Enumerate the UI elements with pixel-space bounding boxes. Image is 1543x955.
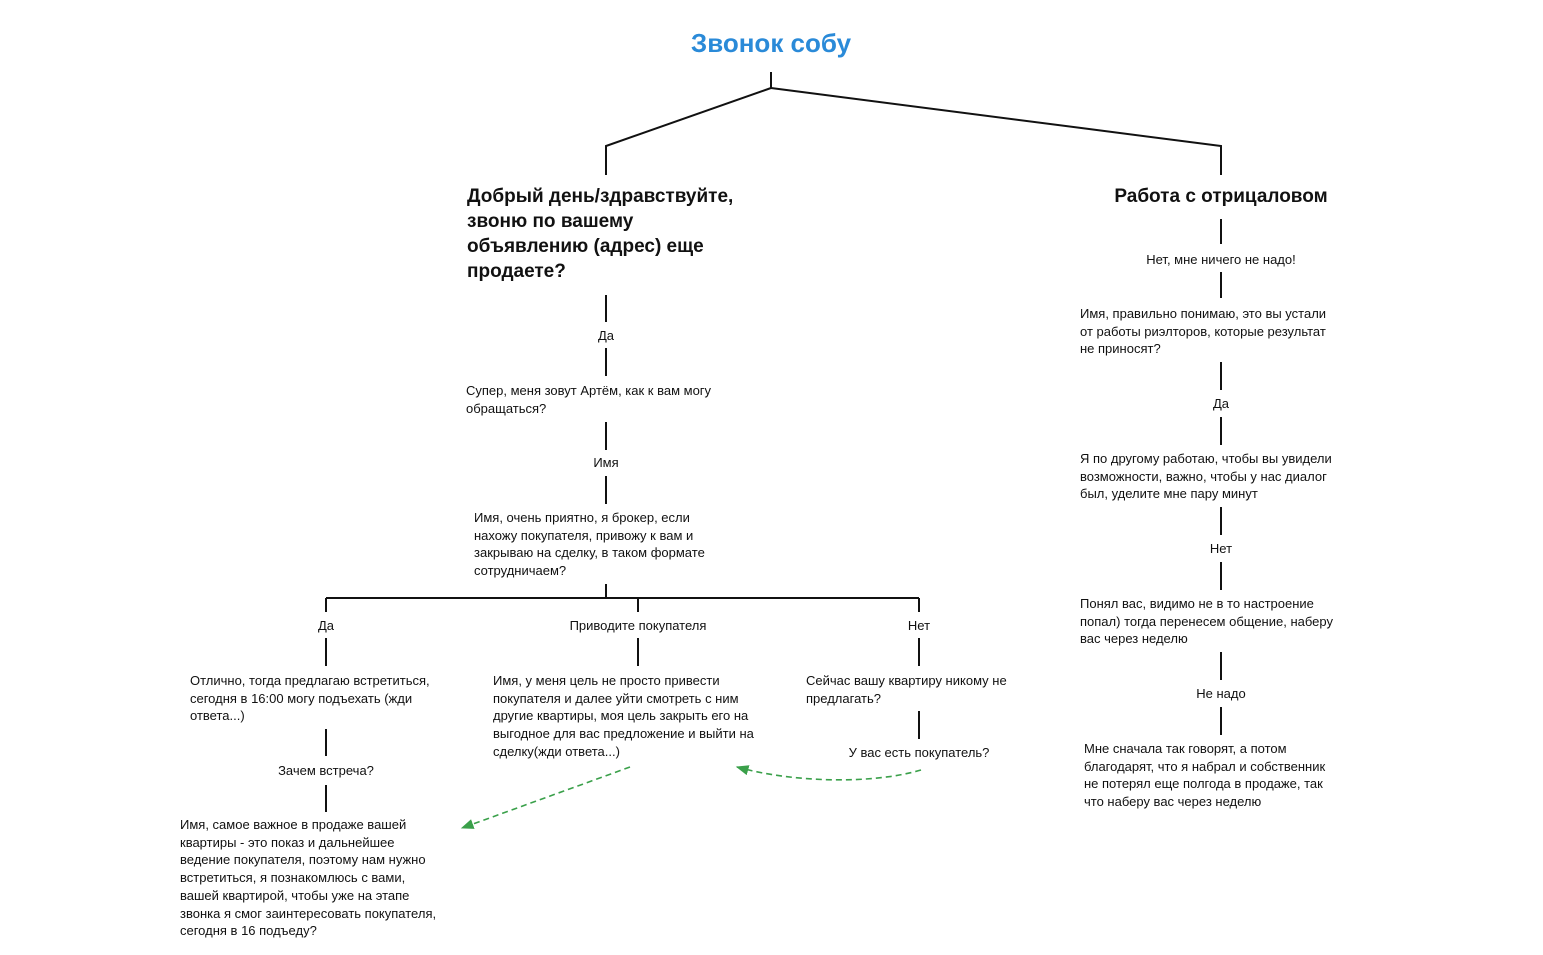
right-reply1: Имя, правильно понимаю, это вы устали от… (1080, 306, 1327, 357)
root-to-left (605, 87, 772, 175)
right-reply2: Я по другому работаю, чтобы вы увидели в… (1080, 451, 1332, 502)
option-no-label: Нет (907, 618, 931, 633)
right-answer2: Нет (1209, 541, 1233, 556)
option-yes-objection: Зачем встреча? (278, 763, 374, 778)
dashed-arrow-followup-to-bring (735, 765, 922, 781)
right-objection: Нет, мне ничего не надо! (1146, 252, 1296, 267)
left-branch-heading: Добрый день/здравствуйте, звоню по вашем… (467, 186, 734, 282)
option-yes-reply: Отлично, тогда предлагаю встретиться, се… (190, 673, 430, 724)
right-reply4: Мне сначала так говорят, а потом благода… (1084, 741, 1326, 810)
right-answer3: Не надо (1196, 686, 1246, 701)
option-bring-reply: Имя, у меня цель не просто привести поку… (493, 673, 754, 759)
left-intro-text: Супер, меня зовут Артём, как к вам могу … (466, 383, 712, 416)
root-to-right (770, 87, 1222, 175)
diagram-title: Звонок собу (690, 28, 852, 58)
right-reply3: Понял вас, видимо не в то настроение поп… (1080, 596, 1333, 647)
option-no-reply: Сейчас вашу квартиру никому не предлагат… (806, 673, 1007, 706)
option-bring-label: Приводите покупателя (569, 618, 707, 633)
right-answer1: Да (1212, 396, 1230, 411)
right-branch-heading: Работа с отрицаловом (1114, 186, 1328, 207)
left-offer-text: Имя, очень приятно, я брокер, если нахож… (474, 510, 705, 579)
left-answer-yes: Да (597, 328, 615, 343)
left-answer-name: Имя (593, 455, 619, 470)
option-yes-answer: Имя, самое важное в продаже вашей кварти… (180, 817, 437, 939)
option-yes-label: Да (317, 618, 335, 633)
option-no-followup: У вас есть покупатель? (848, 745, 990, 760)
